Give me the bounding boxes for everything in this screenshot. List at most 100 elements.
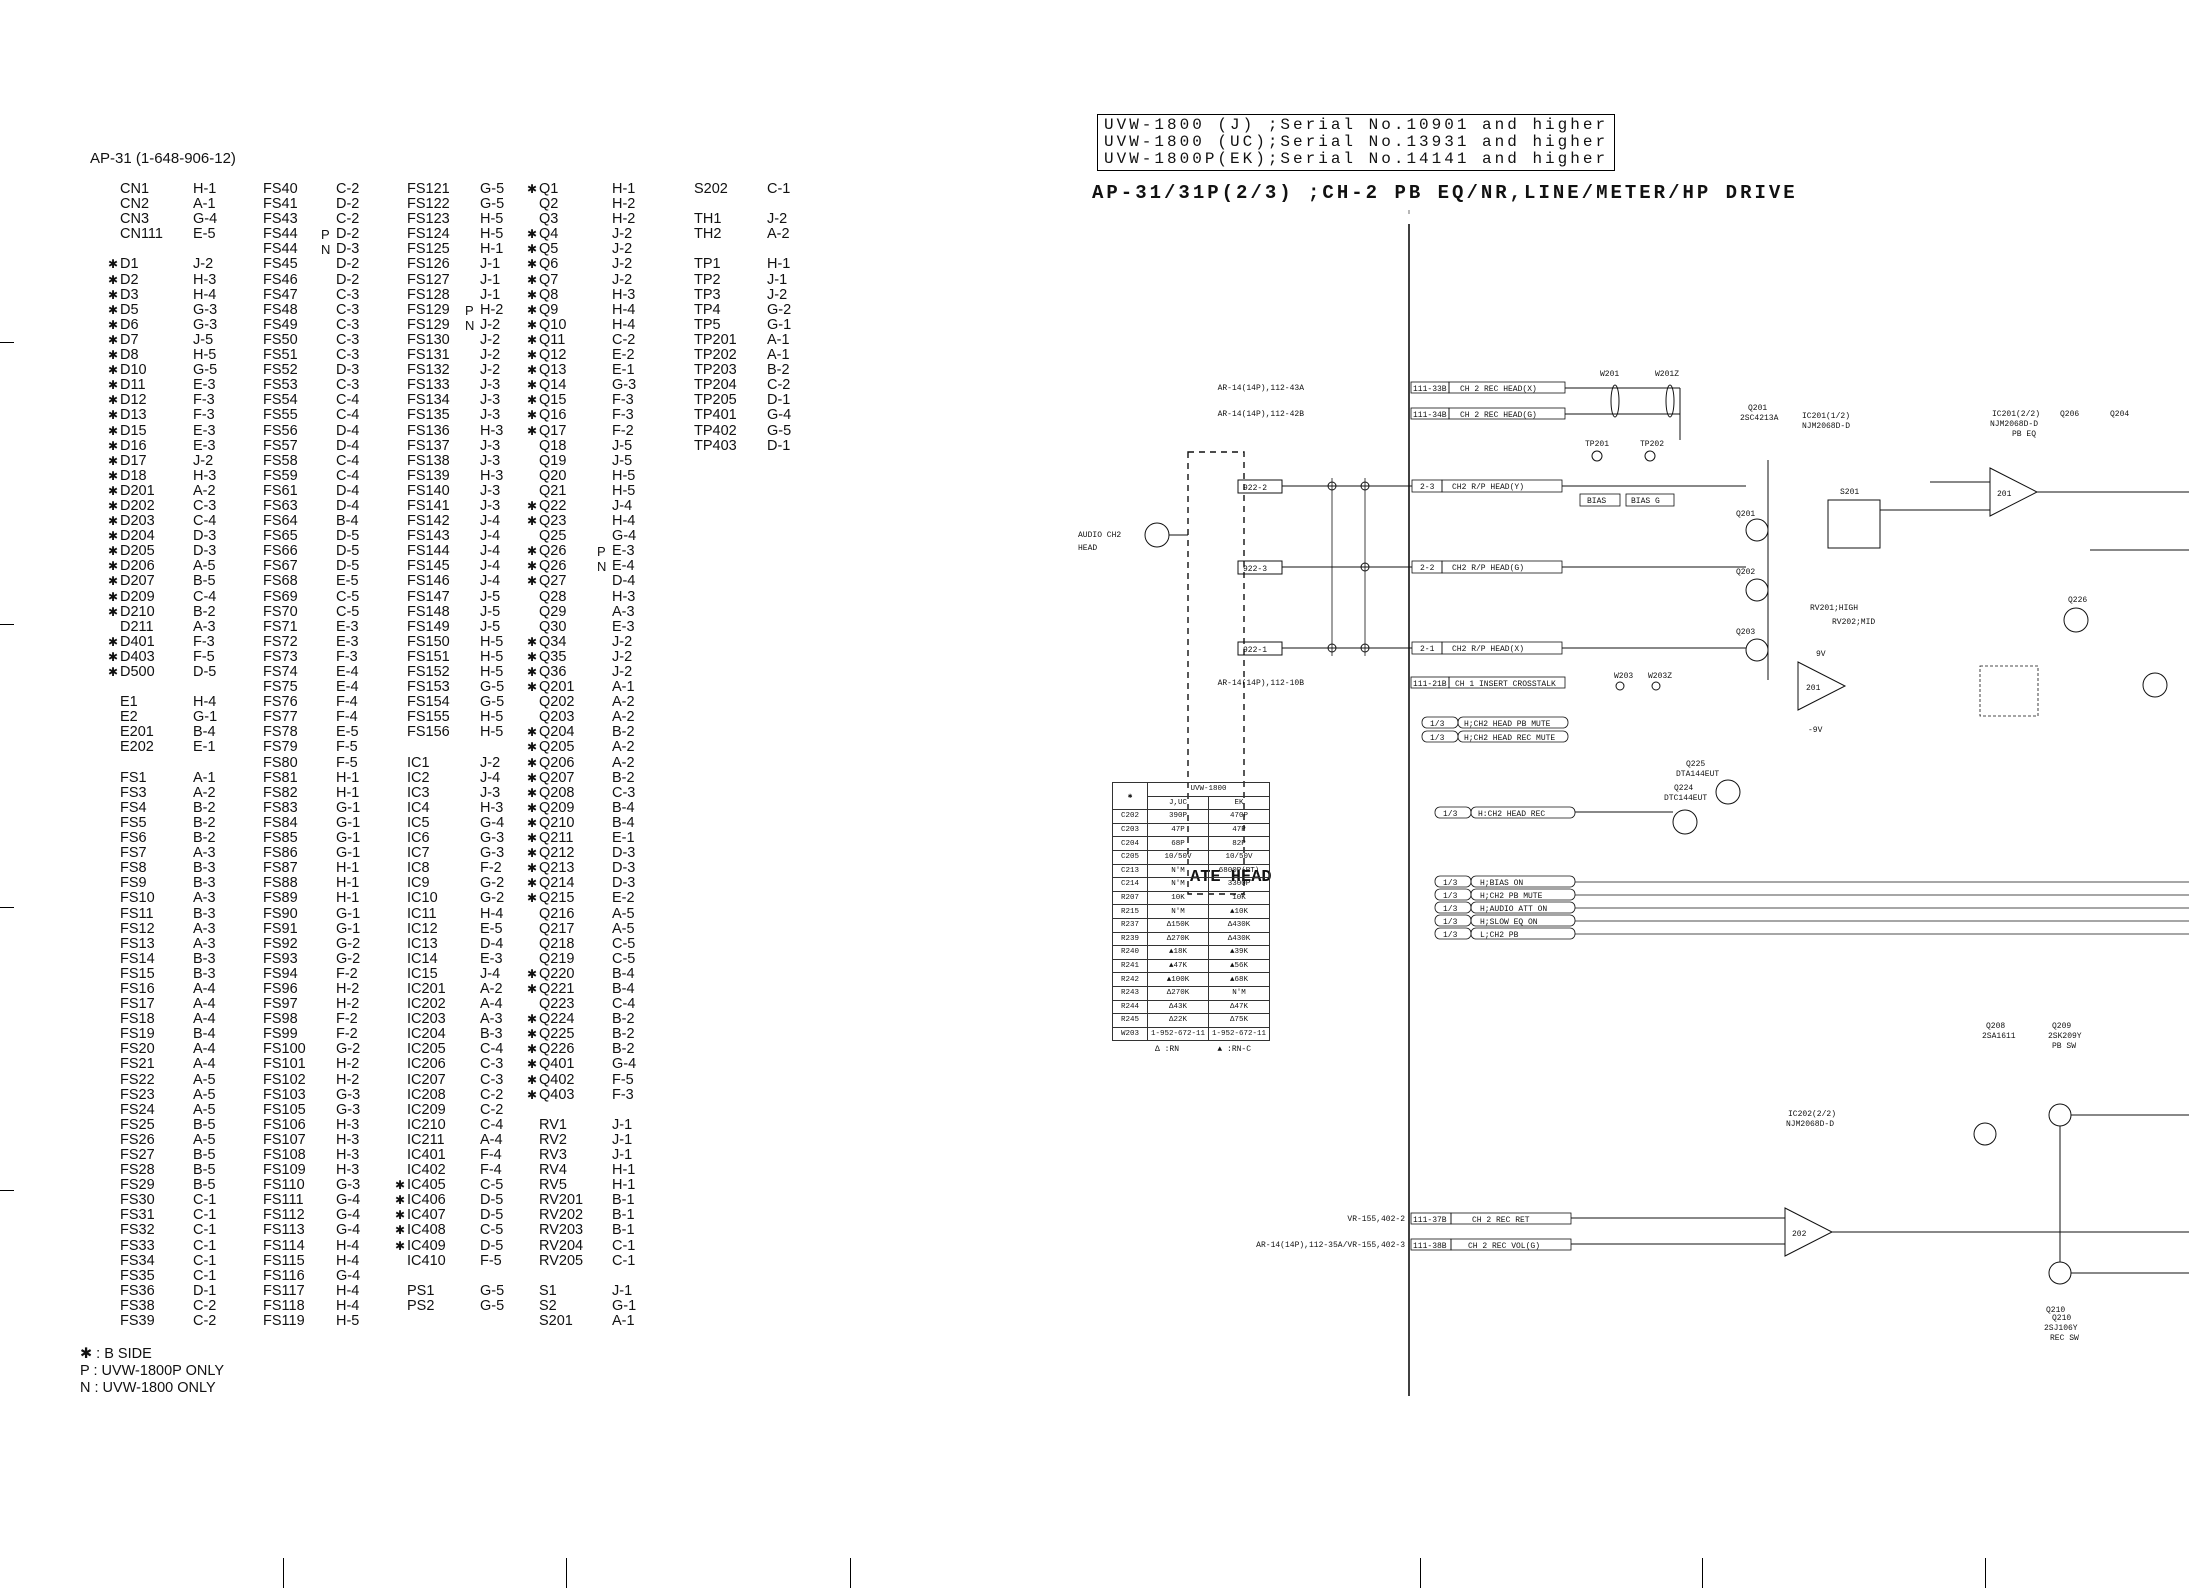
grid-location: B-1 <box>612 1222 635 1239</box>
audio-head-label-2: HEAD <box>1078 544 1097 553</box>
side-mark <box>251 499 263 514</box>
model-flag <box>465 348 480 363</box>
side-mark <box>251 393 263 408</box>
table-row <box>108 756 217 771</box>
grid-location: G-1 <box>612 1297 637 1314</box>
part-ref: TP401 <box>694 407 737 424</box>
part-ref: TP201 <box>694 331 737 348</box>
model-flag <box>597 1208 612 1223</box>
part-ref: FS44 <box>263 226 298 243</box>
model-flag <box>597 1163 612 1178</box>
model-flag <box>178 212 193 227</box>
grid-location: G-1 <box>336 799 361 816</box>
part-ref: FS19 <box>120 1026 155 1043</box>
model-flag <box>465 499 480 514</box>
part-ref: TP3 <box>694 286 721 303</box>
grid-location: F-3 <box>612 1086 634 1103</box>
grid-location: D-2 <box>336 271 360 288</box>
part-ref: FS48 <box>263 301 298 318</box>
side-mark <box>251 620 263 635</box>
grid-location: C-1 <box>193 1222 217 1239</box>
ctl-pin: 1/3 <box>1443 931 1458 940</box>
side-mark <box>395 1284 407 1299</box>
rp-pin: 2-3 <box>1420 483 1435 492</box>
grid-location: C-3 <box>480 1071 504 1088</box>
side-mark <box>251 786 263 801</box>
part-ref: FS129 <box>407 316 450 333</box>
side-mark: ✱ <box>527 831 538 846</box>
side-mark <box>395 424 407 439</box>
part-ref: FS8 <box>120 860 147 877</box>
part-ref: FS92 <box>263 935 298 952</box>
side-mark <box>251 710 263 725</box>
grid-location: F-2 <box>336 965 358 982</box>
ext-signal: CH 2 REC RET <box>1472 1216 1530 1225</box>
model-flag <box>465 1057 480 1072</box>
side-mark <box>251 665 263 680</box>
part-ref: FS110 <box>263 1177 305 1194</box>
part-legend: ✱ : B SIDE P : UVW-1800P ONLY N : UVW-18… <box>80 1346 224 1397</box>
ctl-pin: 1/3 <box>1443 892 1458 901</box>
q225-symbol <box>1715 779 1741 805</box>
tp202-label: TP202 <box>1640 440 1664 449</box>
model-flag <box>178 816 193 831</box>
q208-part: 2SA1611 <box>1982 1032 2016 1041</box>
grid-location: C-5 <box>480 1177 504 1194</box>
grid-location: E-5 <box>336 724 359 741</box>
model-flag <box>178 1299 193 1314</box>
part-ref: FS114 <box>263 1237 305 1254</box>
model-flag <box>597 695 612 710</box>
part-ref: FS26 <box>120 1131 155 1148</box>
grid-location: J-4 <box>480 965 501 982</box>
part-ref: FS79 <box>263 739 298 756</box>
side-mark <box>395 288 407 303</box>
model-flag <box>465 876 480 891</box>
grid-location: J-2 <box>193 256 214 273</box>
side-mark <box>108 1163 120 1178</box>
side-mark <box>682 257 694 272</box>
side-mark <box>108 197 120 212</box>
model-flag <box>178 786 193 801</box>
model-flag <box>178 952 193 967</box>
model-flag <box>178 439 193 454</box>
side-mark <box>527 695 539 710</box>
ext-signal-rec-head-g: AR-14(14P),112-42B 111-34B CH 2 REC HEAD… <box>1218 407 1566 420</box>
part-ref: FS51 <box>263 347 298 364</box>
side-mark: ✱ <box>108 544 119 559</box>
value-juc: 47P <box>1147 822 1209 838</box>
part-ref: RV1 <box>539 1116 567 1133</box>
serial-number-box: UVW-1800 (J) ;Serial No.10901 and higher… <box>1097 114 1616 171</box>
part-ref: FS5 <box>120 814 147 831</box>
model-flag: P <box>597 544 606 560</box>
model-flag <box>597 499 612 514</box>
part-ref: R215 <box>1112 904 1148 919</box>
side-mark: ✱ <box>527 649 538 664</box>
side-mark <box>682 212 694 227</box>
model-flag <box>597 635 612 650</box>
part-ref: FS132 <box>407 362 450 379</box>
model-flag <box>321 574 336 589</box>
ic201-1-sub: NJM2068D-D <box>1802 422 1850 431</box>
part-ref: C213 <box>1112 863 1148 879</box>
value-juc: ▲100K <box>1147 972 1209 987</box>
value-juc: 10K <box>1147 890 1209 906</box>
tp201-symbol <box>1591 450 1603 462</box>
model-flag <box>178 907 193 922</box>
model-flag <box>597 257 612 272</box>
